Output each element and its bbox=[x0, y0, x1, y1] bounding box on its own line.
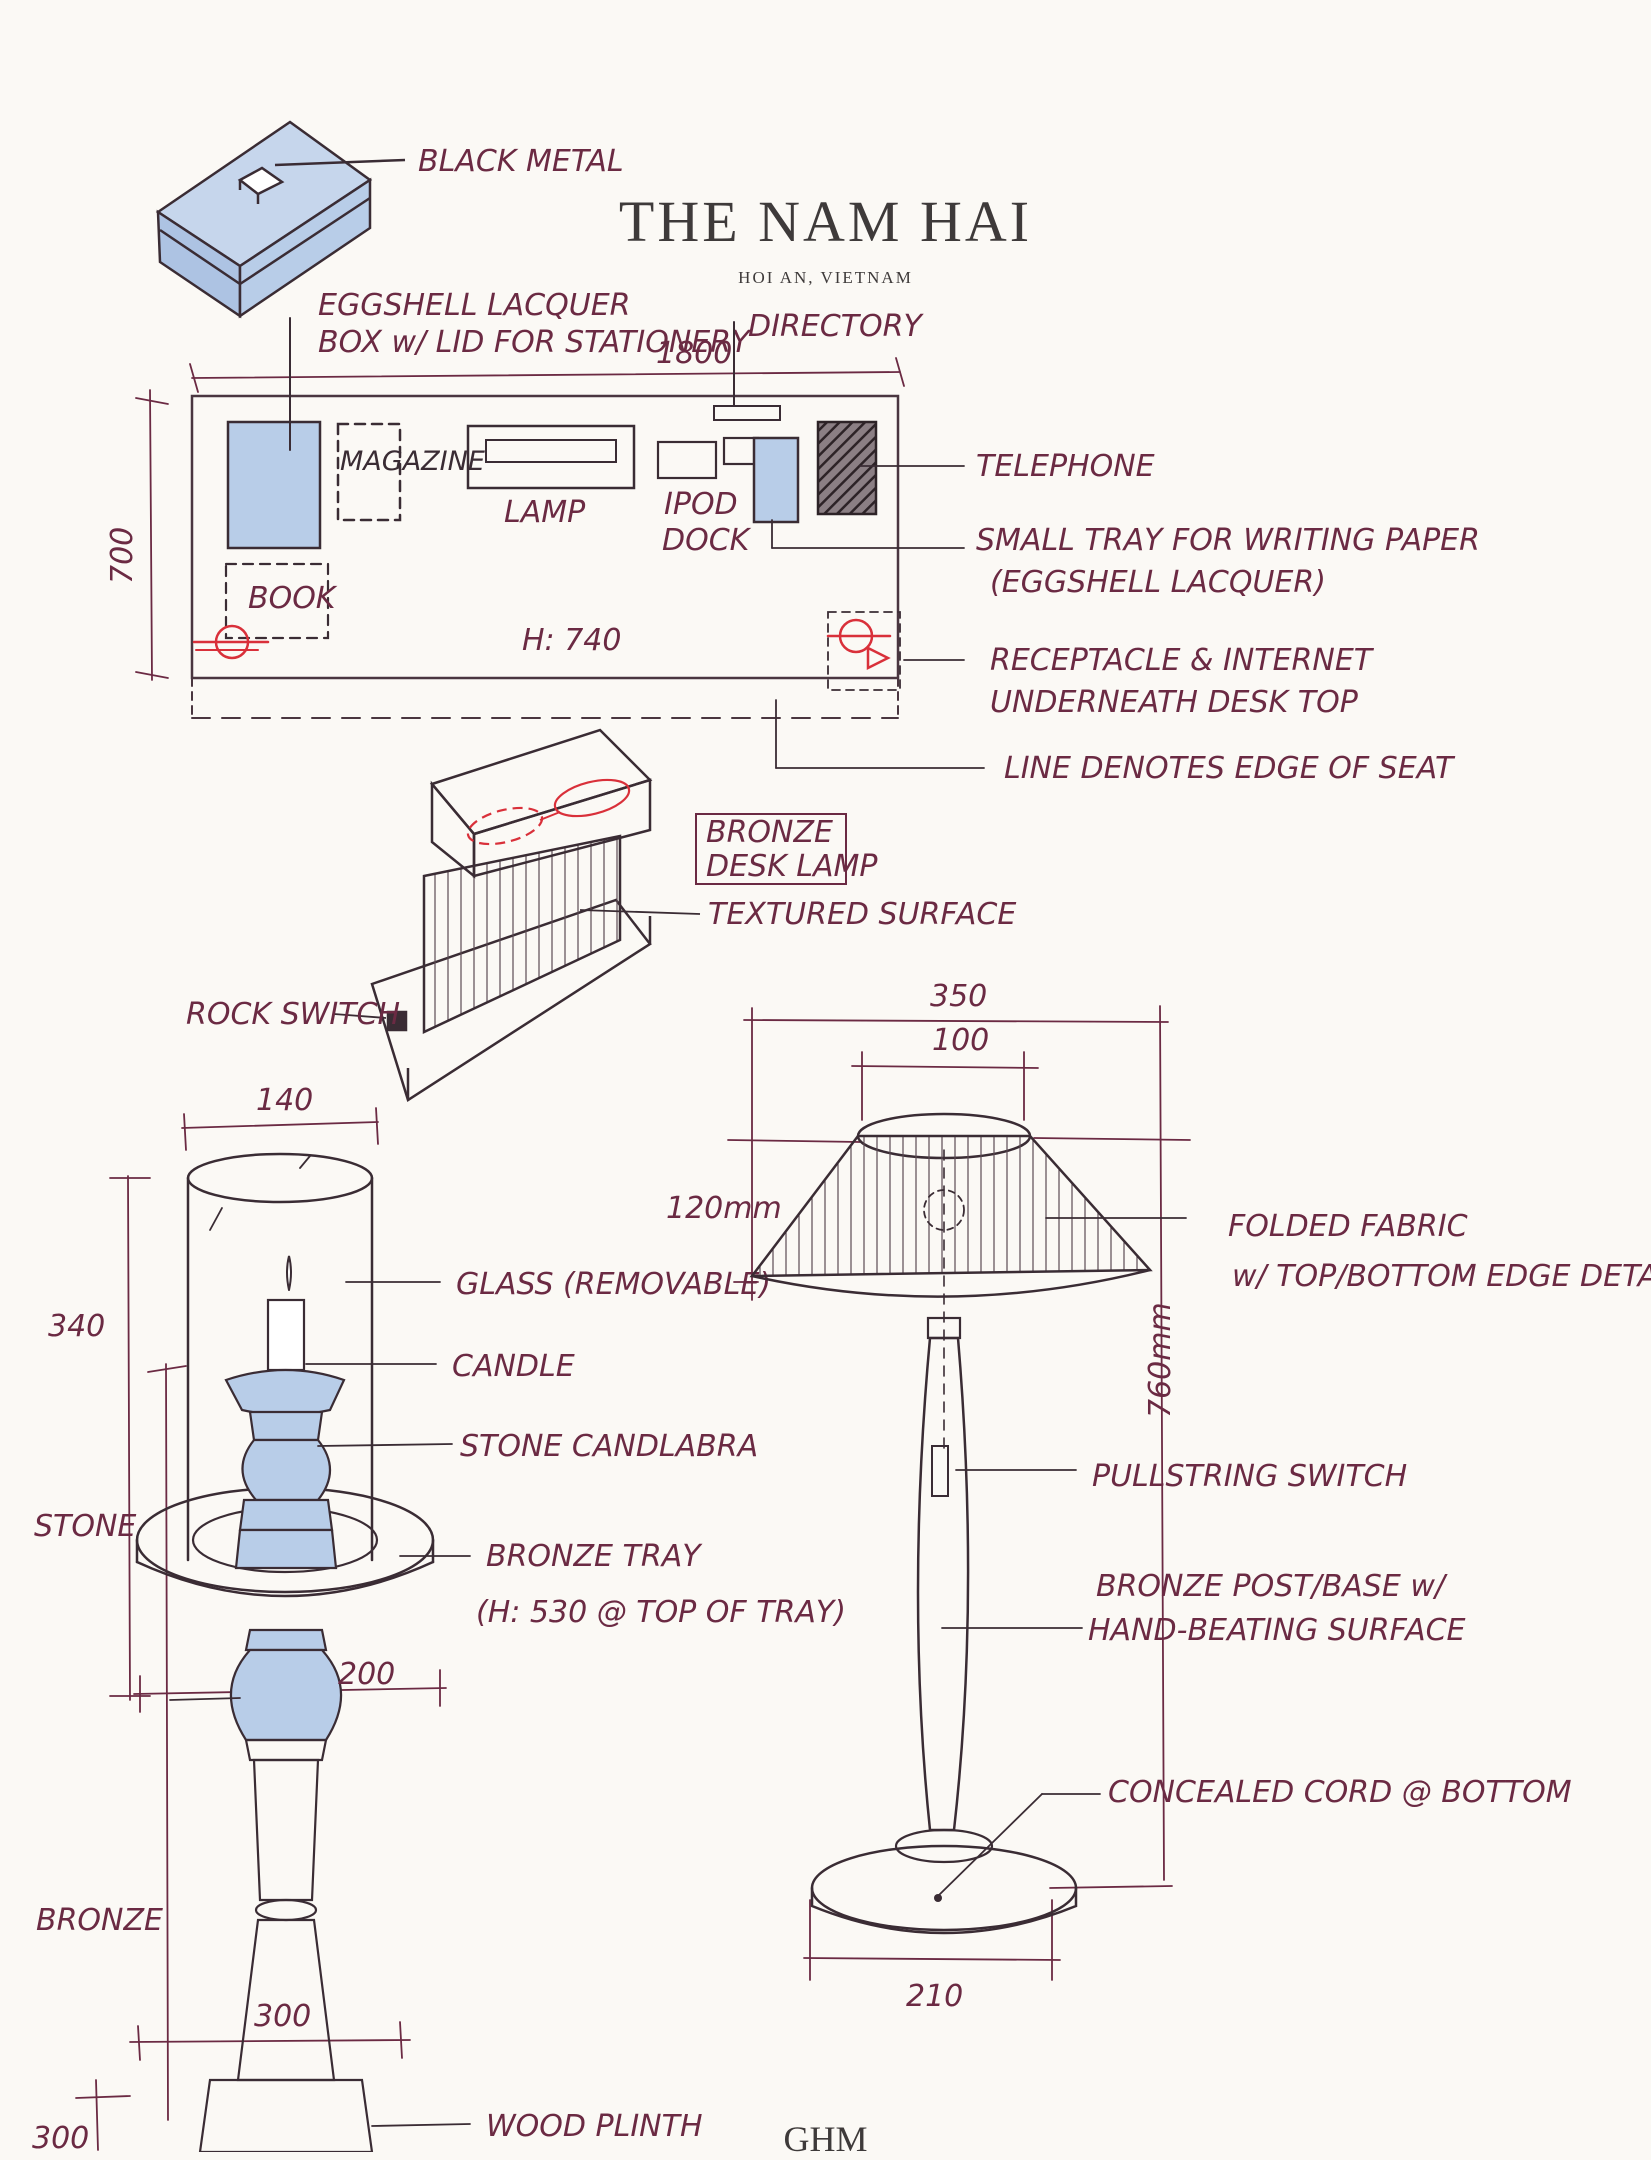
writing-tray-material-label: (EGGSHELL LACQUER) bbox=[990, 565, 1326, 600]
candle-label: CANDLE bbox=[452, 1349, 575, 1384]
page-title: THE NAM HAI bbox=[618, 189, 1033, 254]
total-height-dim: 760mm bbox=[1143, 1302, 1178, 1418]
textured-surface-label: TEXTURED SURFACE bbox=[708, 897, 1016, 932]
eggshell-lacquer-label: EGGSHELL LACQUER bbox=[318, 288, 631, 323]
desk-lamp-sketch bbox=[333, 728, 847, 1102]
desk-depth-dim: 700 bbox=[105, 527, 140, 584]
seat-edge-label: LINE DENOTES EDGE OF SEAT bbox=[1004, 751, 1456, 786]
directory-label: DIRECTORY bbox=[748, 309, 924, 344]
stone-label: STONE bbox=[34, 1509, 136, 1544]
folded-fabric-label: FOLDED FABRIC bbox=[1228, 1209, 1468, 1244]
desk-height-label: H: 740 bbox=[522, 623, 621, 658]
desk-width-dim: 1800 bbox=[656, 336, 732, 371]
ipod-label: IPOD bbox=[664, 487, 738, 522]
shade-bottom-dim: 350 bbox=[930, 979, 987, 1014]
receptacle-label: RECEPTACLE & INTERNET bbox=[990, 643, 1375, 678]
stationery-box-label: BOX w/ LID FOR STATIONERY bbox=[318, 325, 752, 360]
tray-height-label: (H: 530 @ TOP OF TRAY) bbox=[476, 1595, 846, 1630]
plinth-height-dim: 300 bbox=[32, 2121, 89, 2152]
wood-plinth-label: WOOD PLINTH bbox=[486, 2109, 703, 2144]
stone-candelabra-label: STONE CANDLABRA bbox=[460, 1429, 758, 1464]
floor-lamp-sketch bbox=[727, 1005, 1191, 1981]
candelabra-height-dim: 340 bbox=[48, 1309, 105, 1344]
shade-top-dim: 100 bbox=[932, 1023, 989, 1058]
tray-dim: 200 bbox=[338, 1657, 395, 1692]
desk-plan-sketch bbox=[135, 317, 985, 769]
bronze-post-label: BRONZE POST/BASE w/ bbox=[1096, 1569, 1448, 1604]
base-dim: 300 bbox=[254, 1999, 311, 2034]
bronze-tray-label: BRONZE TRAY bbox=[486, 1539, 703, 1574]
telephone-label: TELEPHONE bbox=[976, 449, 1155, 484]
book-label: BOOK bbox=[248, 581, 338, 616]
concealed-cord-label: CONCEALED CORD @ BOTTOM bbox=[1108, 1775, 1572, 1810]
stationery-box-sketch bbox=[155, 120, 406, 319]
glass-label: GLASS (REMOVABLE) bbox=[456, 1267, 771, 1302]
candelabra-top-dim: 140 bbox=[256, 1083, 313, 1118]
receptacle-location-label: UNDERNEATH DESK TOP bbox=[990, 685, 1359, 720]
bronze-label: BRONZE bbox=[36, 1903, 163, 1938]
edge-detail-label: w/ TOP/BOTTOM EDGE DETAIL bbox=[1232, 1259, 1651, 1294]
magazine-label: MAGAZINE bbox=[340, 446, 485, 477]
writing-tray-label: SMALL TRAY FOR WRITING PAPER bbox=[976, 523, 1480, 558]
desk-lamp-title-2: DESK LAMP bbox=[706, 849, 878, 884]
black-metal-label: BLACK METAL bbox=[418, 144, 624, 179]
desk-lamp-title-1: BRONZE bbox=[706, 815, 833, 850]
dock-label: DOCK bbox=[662, 523, 752, 558]
page-subtitle: HOI AN, VIETNAM bbox=[738, 268, 913, 287]
lamp-base-dim: 210 bbox=[906, 1979, 963, 2014]
lamp-label: LAMP bbox=[504, 495, 586, 530]
candelabra-sketch bbox=[75, 1107, 471, 2152]
rock-switch-label: ROCK SWITCH bbox=[186, 997, 400, 1032]
pullstring-label: PULLSTRING SWITCH bbox=[1092, 1459, 1407, 1494]
hand-beating-label: HAND-BEATING SURFACE bbox=[1088, 1613, 1466, 1648]
shade-height-dim: 120mm bbox=[666, 1191, 782, 1226]
